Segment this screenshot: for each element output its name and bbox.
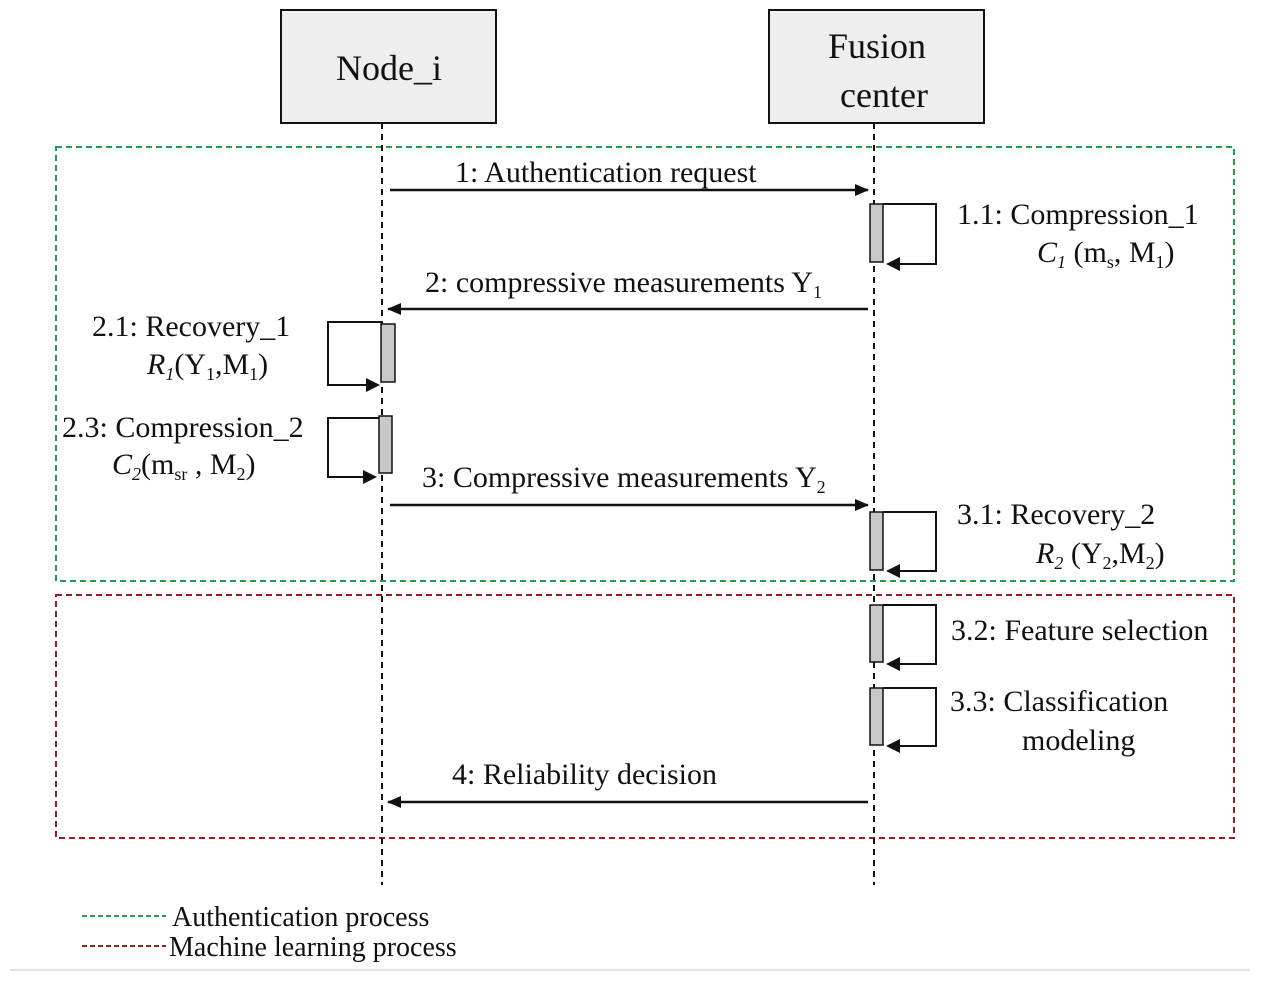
self-call-compression-2: 2.3: Compression_2 C2(msr , M2) [62,411,393,484]
message-4-label: 4: Reliability decision [452,758,717,791]
self-call-1-1-label: 1.1: Compression_1 [957,198,1199,231]
self-call-3-3-label-line1: 3.3: Classification [950,685,1168,718]
self-call-recovery-1: 2.1: Recovery_1 R1(Y1,M1) [92,310,396,392]
message-2-label: 2: compressive measurements Y1 [425,266,822,302]
self-call-2-3-formula: C2(msr , M2) [112,448,256,484]
self-call-feature-selection: 3.2: Feature selection [869,604,1208,671]
self-call-3-2-label: 3.2: Feature selection [951,614,1208,647]
machine-learning-process-region [55,594,1235,839]
message-3-label: 3: Compressive measurements Y2 [422,461,826,497]
participant-fusion-label-line2: center [840,75,928,115]
message-reliability-decision: 4: Reliability decision [387,758,868,808]
participant-node-label: Node_i [336,48,442,88]
self-call-2-3-label: 2.3: Compression_2 [62,411,304,444]
self-call-2-1-label: 2.1: Recovery_1 [92,310,290,343]
self-call-3-1-label: 3.1: Recovery_2 [957,498,1155,531]
self-call-3-3-label-line2: modeling [1022,724,1135,757]
participant-fusion-center: Fusion center [768,9,985,124]
participant-node: Node_i [280,9,497,124]
self-call-recovery-2: 3.1: Recovery_2 R2 (Y2,M2) [869,498,1165,578]
self-call-compression-1: 1.1: Compression_1 C1 (ms, M1) [869,198,1199,272]
legend: Authentication process Machine learning … [82,902,457,963]
message-1-label: 1: Authentication request [455,156,757,189]
legend-auth-label: Authentication process [172,902,429,933]
message-compressive-measurements-y2: 3: Compressive measurements Y2 [390,461,869,511]
message-authentication-request: 1: Authentication request [390,156,869,196]
authentication-process-region [55,146,1235,582]
self-call-1-1-formula: C1 (ms, M1) [1037,236,1175,272]
legend-ml-label: Machine learning process [169,932,457,963]
self-call-2-1-formula: R1(Y1,M1) [146,348,268,384]
participant-fusion-label-line1: Fusion [828,26,926,66]
self-call-3-1-formula: R2 (Y2,M2) [1035,537,1165,573]
self-call-classification-modeling: 3.3: Classification modeling [869,685,1168,757]
message-compressive-measurements-y1: 2: compressive measurements Y1 [387,266,868,315]
